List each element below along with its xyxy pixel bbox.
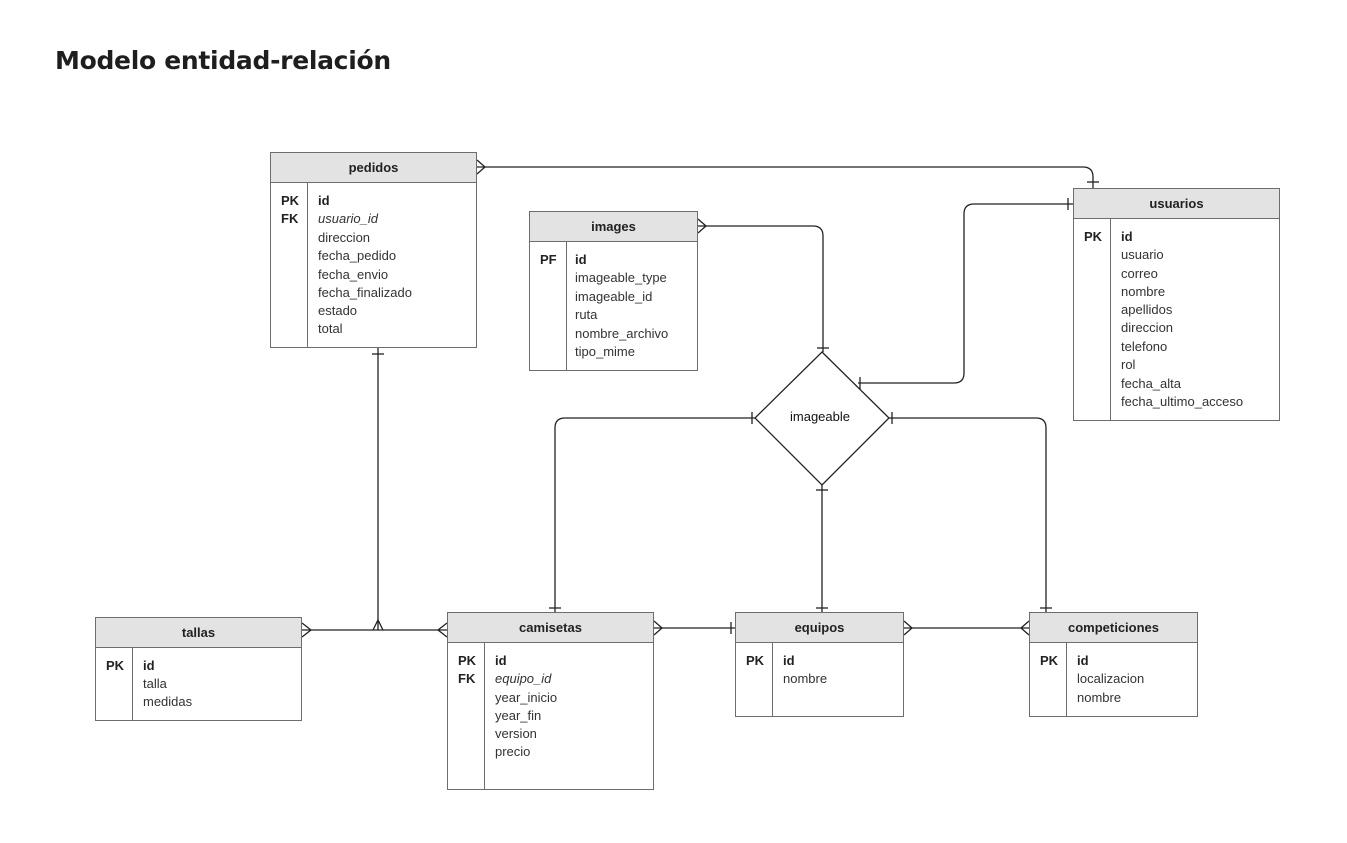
entity-images-title: images [530, 212, 697, 242]
field-telefono: telefono [1121, 339, 1168, 354]
field-version: version [495, 726, 537, 741]
field-medidas: medidas [143, 694, 193, 709]
entity-images[interactable]: images PF id imageable_type imageable_id… [529, 211, 698, 371]
key-column [1074, 219, 1111, 420]
entity-tallas[interactable]: tallas PK id talla medidas [95, 617, 302, 721]
field-usuario: usuario [1121, 247, 1164, 262]
key-pk: PK [746, 653, 765, 668]
field-correo: correo [1121, 266, 1158, 281]
field-ruta: ruta [575, 307, 598, 322]
field-usuario-id: usuario_id [318, 211, 378, 226]
entity-usuarios[interactable]: usuarios PK id usuario correo nombre ape… [1073, 188, 1280, 421]
entity-equipos-title: equipos [736, 613, 903, 643]
field-talla: talla [143, 676, 167, 691]
entity-camisetas[interactable]: camisetas PK FK id equipo_id year_inicio… [447, 612, 654, 790]
field-direccion: direccion [318, 230, 371, 245]
key-column [1030, 643, 1067, 716]
field-direccion: direccion [1121, 320, 1174, 335]
field-fecha-pedido: fecha_pedido [318, 248, 397, 263]
field-equipo-id: equipo_id [495, 671, 552, 686]
entity-competiciones[interactable]: competiciones PK id localizacion nombre [1029, 612, 1198, 717]
key-column [448, 643, 485, 789]
field-fecha-finalizado: fecha_finalizado [318, 285, 412, 300]
field-id: id [1077, 653, 1089, 668]
field-precio: precio [495, 744, 531, 759]
field-nombre-archivo: nombre_archivo [575, 326, 669, 341]
key-pk: PK [106, 658, 125, 673]
field-id: id [495, 653, 507, 668]
field-year-inicio: year_inicio [495, 690, 558, 705]
field-id: id [1121, 229, 1133, 244]
key-column [736, 643, 773, 716]
key-column [530, 242, 567, 370]
field-fecha-alta: fecha_alta [1121, 376, 1181, 391]
field-nombre: nombre [1121, 284, 1166, 299]
imageable-relationship-label: imageable [790, 409, 850, 424]
field-imageable-id: imageable_id [575, 289, 653, 304]
field-apellidos: apellidos [1121, 302, 1173, 317]
field-total: total [318, 321, 343, 336]
field-rol: rol [1121, 357, 1136, 372]
key-pk: PK [281, 193, 300, 208]
page-title: Modelo entidad-relación [55, 46, 391, 75]
key-fk: FK [281, 211, 299, 226]
field-year-fin: year_fin [495, 708, 542, 723]
entity-competiciones-title: competiciones [1030, 613, 1197, 643]
field-localizacion: localizacion [1077, 671, 1145, 686]
field-estado: estado [318, 303, 358, 318]
key-pk: PK [458, 653, 477, 668]
field-nombre: nombre [1077, 690, 1122, 705]
field-imageable-type: imageable_type [575, 270, 667, 285]
key-column [96, 648, 133, 720]
key-pf: PF [540, 252, 557, 267]
entity-equipos[interactable]: equipos PK id nombre [735, 612, 904, 717]
field-id: id [783, 653, 795, 668]
entity-camisetas-title: camisetas [448, 613, 653, 643]
key-column [271, 183, 308, 347]
entity-pedidos[interactable]: pedidos PK FK id usuario_id direccion fe… [270, 152, 477, 348]
field-fecha-ultimo-acceso: fecha_ultimo_acceso [1121, 394, 1244, 409]
key-fk: FK [458, 671, 476, 686]
key-pk: PK [1084, 229, 1103, 244]
field-id: id [575, 252, 587, 267]
entity-pedidos-title: pedidos [271, 153, 476, 183]
field-id: id [143, 658, 155, 673]
entity-usuarios-title: usuarios [1074, 189, 1279, 219]
key-pk: PK [1040, 653, 1059, 668]
field-nombre: nombre [783, 671, 828, 686]
entity-tallas-title: tallas [96, 618, 301, 648]
field-tipo-mime: tipo_mime [575, 344, 635, 359]
field-fecha-envio: fecha_envio [318, 267, 389, 282]
field-id: id [318, 193, 330, 208]
